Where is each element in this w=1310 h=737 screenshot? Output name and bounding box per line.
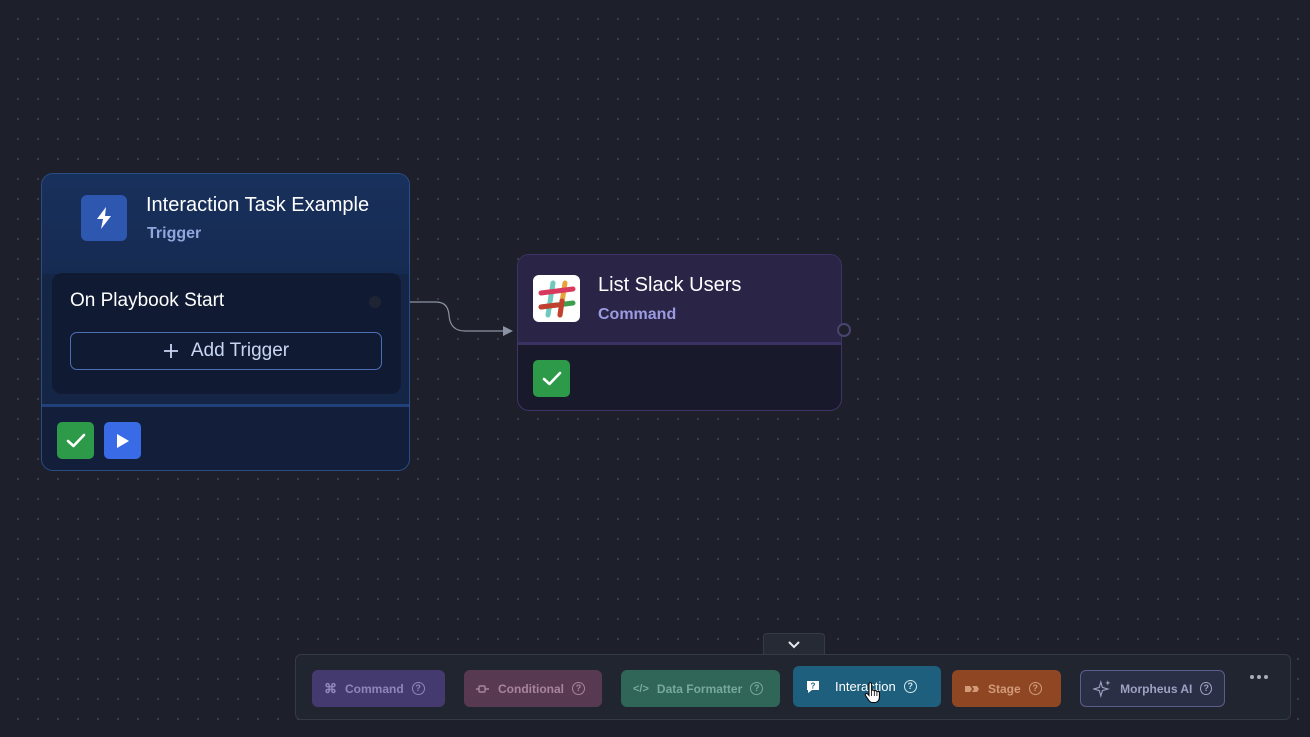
- trigger-node[interactable]: Interaction Task Example Trigger On Play…: [41, 173, 410, 471]
- add-trigger-label: Add Trigger: [190, 340, 290, 361]
- collapse-toolbar-button[interactable]: [763, 633, 825, 655]
- add-trigger-button[interactable]: Add Trigger: [70, 332, 382, 370]
- trigger-card: On Playbook Start Add Trigger: [52, 273, 401, 394]
- hand-cursor-icon: [864, 682, 880, 703]
- help-icon[interactable]: ?: [1028, 682, 1042, 695]
- chevron-down-icon: [788, 641, 800, 648]
- command-node-title: List Slack Users: [598, 274, 742, 296]
- command-output-port[interactable]: [837, 323, 851, 337]
- trigger-output-port[interactable]: [369, 296, 381, 308]
- toolbar-interaction-button[interactable]: ? Interaction ?: [793, 666, 941, 707]
- trigger-node-type: Trigger: [147, 225, 202, 242]
- conditional-icon: [476, 684, 489, 693]
- stage-icon: [965, 685, 979, 692]
- toolbar-command-button[interactable]: ⌘ Command ?: [312, 670, 445, 707]
- help-icon[interactable]: ?: [572, 682, 585, 695]
- arrowhead-icon: [503, 326, 513, 336]
- trigger-node-title: Interaction Task Example: [146, 194, 370, 216]
- plus-icon: [163, 344, 178, 358]
- toolbar-morpheus-ai-label: Morpheus AI: [1120, 681, 1193, 696]
- command-node-header: List Slack Users Command: [518, 255, 841, 343]
- toolbar-morpheus-ai-button[interactable]: Morpheus AI ?: [1080, 670, 1225, 707]
- help-icon[interactable]: ?: [411, 682, 425, 695]
- check-icon: [542, 371, 561, 385]
- status-check-button[interactable]: [533, 360, 570, 397]
- toolbar-interaction-label: Interaction: [835, 679, 896, 694]
- help-icon[interactable]: ?: [903, 680, 917, 693]
- toolbar-conditional-button[interactable]: Conditional ?: [464, 670, 602, 707]
- svg-text:?: ?: [811, 681, 816, 690]
- chat-question-icon: ?: [807, 680, 819, 693]
- command-node-type: Command: [598, 306, 677, 323]
- status-check-button[interactable]: [57, 422, 94, 459]
- command-icon: ⌘: [324, 680, 337, 696]
- trigger-node-header: Interaction Task Example Trigger: [42, 174, 409, 274]
- sparkles-icon: [1093, 679, 1111, 698]
- trigger-card-title: On Playbook Start: [70, 290, 225, 311]
- node-toolbar: ⌘ Command ? Conditional ? </> Data Forma…: [295, 654, 1291, 720]
- trigger-node-footer: [42, 407, 409, 470]
- help-icon[interactable]: ?: [1200, 682, 1212, 695]
- slack-icon: [533, 275, 580, 322]
- toolbar-command-label: Command: [345, 681, 404, 696]
- lightning-bolt-icon: [81, 195, 127, 241]
- more-horizontal-icon[interactable]: [1250, 675, 1268, 679]
- divider: [42, 404, 409, 407]
- divider: [518, 342, 841, 345]
- code-icon: </>: [633, 682, 649, 695]
- toolbar-data-formatter-label: Data Formatter: [656, 681, 743, 696]
- run-playbook-button[interactable]: [104, 422, 141, 459]
- check-icon: [66, 433, 85, 447]
- toolbar-stage-label: Stage: [988, 681, 1021, 696]
- help-icon[interactable]: ?: [750, 682, 764, 695]
- toolbar-conditional-label: Conditional: [498, 681, 564, 696]
- toolbar-stage-button[interactable]: Stage ?: [952, 670, 1061, 707]
- toolbar-data-formatter-button[interactable]: </> Data Formatter ?: [621, 670, 780, 707]
- command-node[interactable]: List Slack Users Command: [517, 254, 842, 411]
- play-icon: [116, 433, 129, 448]
